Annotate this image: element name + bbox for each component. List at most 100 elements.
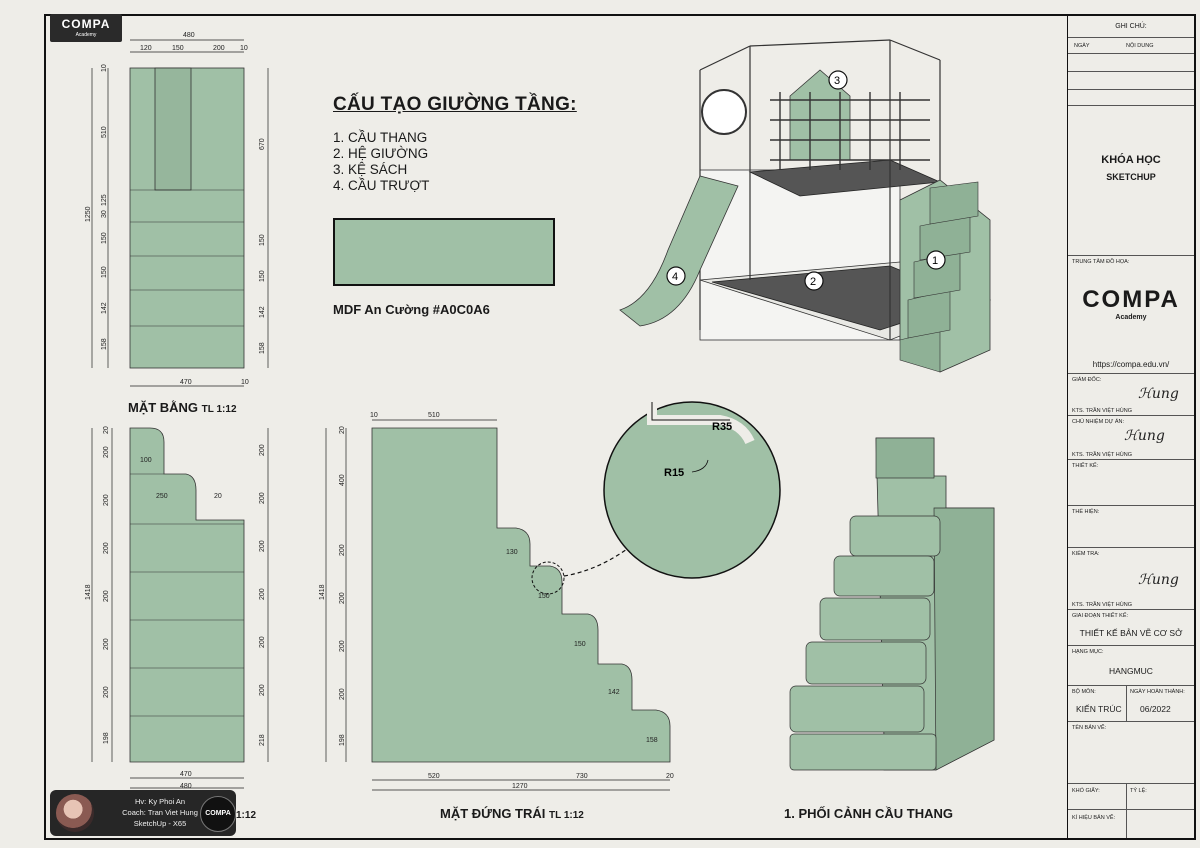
plan-scale: TL 1:12	[201, 404, 237, 415]
dim-text: 200	[339, 544, 346, 556]
dim-text: 120	[140, 45, 152, 52]
credit-text: Hv: Ky Phoi An Coach: Tran Viet Hung Ske…	[110, 796, 210, 829]
exec-label: THỂ HIỆN:	[1072, 509, 1100, 515]
dim-text: 200	[259, 636, 266, 648]
dim-text: 200	[339, 688, 346, 700]
brand-logo: COMPA	[1082, 286, 1180, 313]
elevation-title: MẶT ĐỨNG TRÁI TL 1:12	[440, 806, 584, 821]
dim-text: 10	[241, 379, 249, 386]
callout-1: 1	[932, 255, 938, 267]
credit-student: Hv: Ky Phoi An	[134, 797, 186, 806]
dim-text: 200	[103, 638, 110, 650]
stair-3d	[789, 437, 995, 771]
dim-text: 730	[576, 773, 588, 780]
dim-text: 1418	[319, 584, 326, 600]
col-date: NGÀY	[1074, 43, 1090, 49]
part-item: 2. HỆ GIƯỜNG	[333, 146, 429, 161]
dim-text: 1250	[85, 206, 92, 222]
dim-text: 142	[101, 302, 108, 314]
dim-text: 200	[259, 492, 266, 504]
dim-text: 158	[101, 338, 108, 350]
dim-text: 510	[428, 412, 440, 419]
ratio-label: TỶ LỆ:	[1130, 788, 1147, 794]
dim-text: 150	[101, 232, 108, 244]
dim-text: 200	[259, 444, 266, 456]
sheet-border	[44, 14, 1196, 840]
credit-badge: Hv: Ky Phoi An Coach: Tran Viet Hung Ske…	[50, 790, 236, 836]
dim-text: 200	[213, 45, 225, 52]
notes-columns: NGÀY NỘI DUNG	[1068, 38, 1194, 54]
dim-text: 470	[180, 771, 192, 778]
part-item: 1. CẦU THANG	[333, 130, 428, 145]
dim-text: 200	[103, 590, 110, 602]
dim-text: 200	[259, 588, 266, 600]
credit-course: SketchUp - X65	[133, 819, 187, 828]
drawing-label: TÊN BẢN VẼ:	[1072, 725, 1107, 731]
course-sub: SKETCHUP	[1106, 172, 1156, 182]
material-swatch	[333, 218, 555, 286]
drawings-svg: 480 120 150 200 10 10 1250 510 125 30 15…	[85, 32, 995, 791]
dim-text: 10	[370, 412, 378, 419]
course-title: KHÓA HỌC	[1101, 154, 1161, 166]
notes-header: GHI CHÚ:	[1068, 16, 1194, 38]
callout-2: 2	[810, 276, 816, 288]
dim-text: 200	[103, 446, 110, 458]
dim-text: 200	[103, 686, 110, 698]
dim-text: 20	[666, 773, 674, 780]
plan-view: 480 120 150 200 10 10 1250 510 125 30 15…	[85, 32, 269, 387]
size-block: KHỔ GIẤY: TỶ LỆ:	[1068, 784, 1194, 810]
parts-list: 1. CẦU THANG 2. HỆ GIƯỜNG 3. KỆ SÁCH 4. …	[333, 130, 429, 194]
pm-label: CHỦ NHIỆM DỰ ÁN:	[1072, 419, 1125, 425]
dim-text: 158	[646, 737, 658, 744]
avatar	[56, 794, 94, 832]
dim-text: 150	[259, 270, 266, 282]
elevation-view: 10 510 1418 20 400 200 200 200 200 198 1…	[319, 412, 674, 791]
dim-text: 125	[101, 194, 108, 206]
title-block: GHI CHÚ: NGÀY NỘI DUNG KHÓA HỌC SKETCHUP…	[1067, 16, 1194, 838]
dept-block: BỘ MÔN: NGÀY HOÀN THÀNH: KIẾN TRÚC 06/20…	[1068, 686, 1194, 722]
dim-text: 480	[183, 32, 195, 39]
detail-r35: R35	[712, 421, 732, 433]
dim-text: 150	[101, 266, 108, 278]
pm-name: KTS. TRẦN VIỆT HÙNG	[1072, 452, 1133, 458]
plan-slot	[154, 67, 192, 191]
col-content: NỘI DUNG	[1126, 43, 1154, 49]
exec-block: THỂ HIỆN:	[1068, 506, 1194, 548]
part-item: 3. KỆ SÁCH	[333, 162, 408, 177]
dim-text: 200	[259, 684, 266, 696]
side-view-scale: 1:12	[236, 810, 257, 821]
center-block: TRUNG TÂM ĐỒ HỌA: COMPA Academy https://…	[1068, 256, 1194, 374]
dim-text: 30	[101, 210, 108, 218]
check-label: KIỂM TRA:	[1072, 551, 1100, 557]
dim-text: 142	[608, 689, 620, 696]
detail-circle: R35 R15	[603, 401, 781, 579]
dim-text: 150	[172, 45, 184, 52]
dim-text: 1270	[512, 783, 528, 790]
notes-title: GHI CHÚ:	[1115, 23, 1147, 30]
dim-text: 20	[103, 426, 110, 434]
dim-text: 100	[140, 457, 152, 464]
dept-label: BỘ MÔN:	[1072, 689, 1096, 695]
design-block: THIẾT KẾ:	[1068, 460, 1194, 506]
dim-text: 218	[259, 734, 266, 746]
elevation-scale: TL 1:12	[549, 810, 584, 821]
dim-text: 130	[506, 549, 518, 556]
main-title: CẤU TẠO GIƯỜNG TẦNG:	[333, 94, 577, 115]
pm-block: CHỦ NHIỆM DỰ ÁN: ℋung KTS. TRẦN VIỆT HÙN…	[1068, 416, 1194, 460]
drawing-name-block: TÊN BẢN VẼ:	[1068, 722, 1194, 784]
dim-text: 520	[428, 773, 440, 780]
signature: ℋung	[1138, 572, 1179, 588]
item-value: HANGMUC	[1109, 666, 1153, 676]
dim-text: 20	[214, 493, 222, 500]
design-label: THIẾT KẾ:	[1072, 463, 1099, 469]
dim-text: 400	[339, 474, 346, 486]
dim-text: 20	[339, 426, 346, 434]
dim-text: 150	[538, 593, 550, 600]
code-label: KÍ HIỆU BẢN VẼ:	[1072, 815, 1116, 821]
credit-coach: Coach: Tran Viet Hung	[122, 808, 198, 817]
center-label: TRUNG TÂM ĐỒ HỌA:	[1072, 259, 1130, 265]
side-body	[129, 427, 245, 763]
dim-text: 510	[101, 126, 108, 138]
dim-text: 250	[156, 493, 168, 500]
